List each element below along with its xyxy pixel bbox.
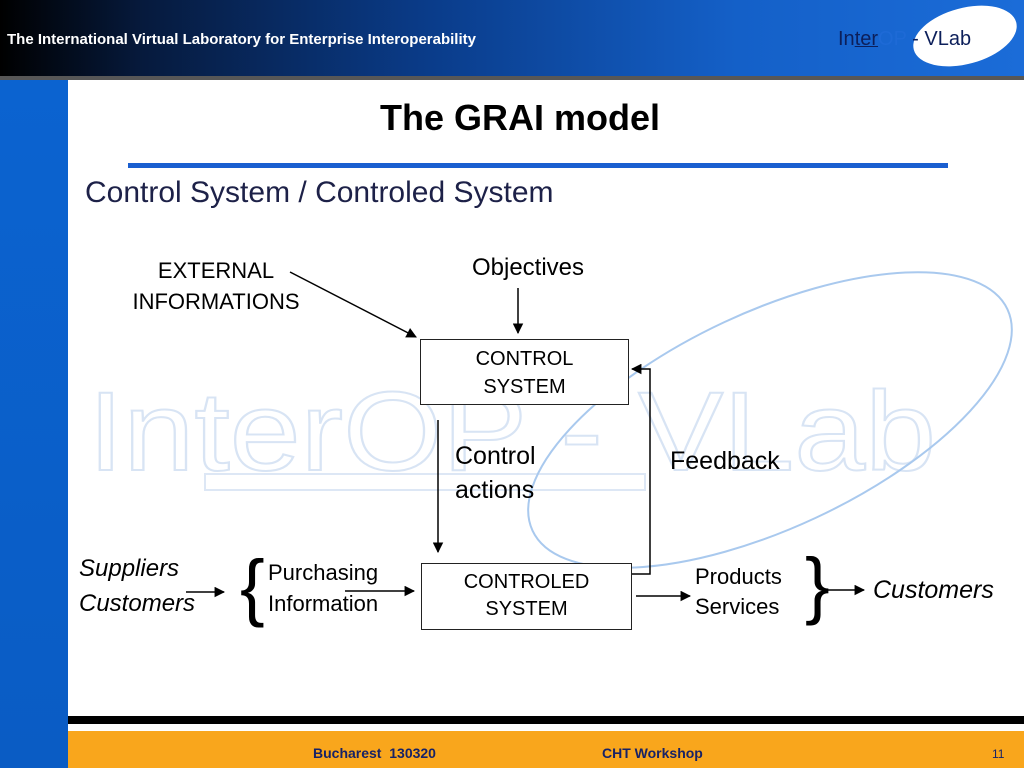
- external-informations-arrow: [289, 271, 417, 338]
- slide-title: The GRAI model: [379, 97, 661, 138]
- logo-ellipse-outline: [527, 271, 1013, 569]
- controled-system-line-1: CONTROLED: [463, 571, 590, 593]
- output-products: Products: [695, 564, 782, 589]
- input-actors-label: Suppliers Customers: [79, 551, 195, 621]
- logo-underlined: ter: [854, 28, 879, 50]
- footer-location: Bucharest 130320: [313, 745, 436, 761]
- header-divider: [0, 76, 1024, 80]
- inputs-brace: {: [240, 545, 265, 628]
- outputs-label: Products Services: [695, 562, 782, 622]
- control-system-line-2: SYSTEM: [483, 376, 566, 398]
- control-system-box: CONTROL SYSTEM: [420, 339, 629, 405]
- header-bar: The International Virtual Laboratory for…: [0, 0, 1024, 77]
- output-actor-customers: Customers: [873, 576, 994, 604]
- inputs-label: Purchasing Information: [268, 557, 378, 619]
- logo-suffix: - VLab: [906, 28, 972, 50]
- footer-page-number: 11: [992, 747, 1005, 761]
- control-actions-line-1: Control: [455, 442, 536, 470]
- logo: InterOP - VLab: [838, 27, 971, 51]
- control-actions-line-2: actions: [455, 476, 535, 504]
- footer-divider: [68, 716, 1024, 724]
- controled-system-box: CONTROLED SYSTEM: [421, 563, 632, 630]
- header-title: The International Virtual Laboratory for…: [7, 31, 476, 48]
- external-informations-line-2: INFORMATIONS: [132, 289, 300, 314]
- control-system-line-1: CONTROL: [475, 348, 574, 370]
- input-actor-suppliers: Suppliers: [79, 555, 180, 582]
- external-informations-label: EXTERNAL INFORMATIONS: [112, 255, 320, 317]
- external-informations-line-1: EXTERNAL: [157, 258, 275, 283]
- input-actor-customers: Customers: [79, 590, 196, 617]
- objectives-label: Objectives: [471, 254, 585, 281]
- output-services: Services: [695, 594, 780, 619]
- feedback-label: Feedback: [670, 447, 780, 475]
- outputs-brace: }: [805, 543, 830, 626]
- title-underline: [128, 163, 948, 168]
- logo-prefix: In: [838, 28, 855, 50]
- left-sidebar-band: [0, 80, 68, 768]
- controled-system-line-2: SYSTEM: [485, 598, 568, 620]
- watermark-underline: [204, 473, 646, 491]
- control-actions-label: Control actions: [455, 439, 536, 507]
- input-purchasing: Purchasing: [268, 560, 379, 585]
- input-information: Information: [268, 591, 379, 616]
- footer-event: CHT Workshop: [602, 745, 703, 761]
- logo-highlight: OP: [878, 28, 907, 50]
- footer-bar: Bucharest 130320 CHT Workshop 11: [68, 731, 1024, 768]
- slide-subtitle: Control System / Controled System: [85, 176, 554, 209]
- feedback-arrow: [630, 363, 651, 575]
